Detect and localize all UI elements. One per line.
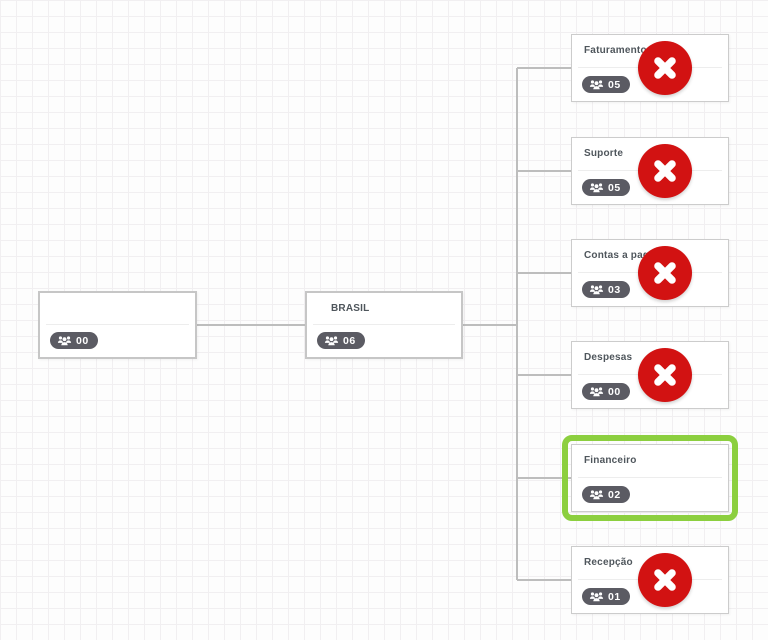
users-icon — [589, 285, 604, 295]
connector-line — [517, 374, 571, 376]
x-icon — [654, 160, 676, 182]
x-icon — [654, 364, 676, 386]
member-count: 00 — [76, 334, 89, 347]
org-node-recepcao[interactable]: Recepção 01 — [571, 546, 729, 614]
connector-line — [463, 324, 517, 326]
connector-line — [517, 579, 571, 581]
org-node-financeiro[interactable]: Financeiro 02 — [571, 444, 729, 512]
connector-line — [517, 170, 571, 172]
member-count: 02 — [608, 488, 621, 501]
users-icon — [589, 490, 604, 500]
users-icon — [589, 387, 604, 397]
users-icon — [589, 80, 604, 90]
org-node-faturamento[interactable]: Faturamento 05 — [571, 34, 729, 102]
org-node-suporte[interactable]: Suporte 05 — [571, 137, 729, 205]
member-count: 03 — [608, 283, 621, 296]
delete-node-button[interactable] — [638, 246, 692, 300]
delete-node-button[interactable] — [638, 144, 692, 198]
org-node-contas-a-pagar[interactable]: Contas a pagar 03 — [571, 239, 729, 307]
users-icon — [57, 336, 72, 346]
x-icon — [654, 57, 676, 79]
x-icon — [654, 569, 676, 591]
delete-node-button[interactable] — [638, 348, 692, 402]
member-count-badge: 03 — [582, 281, 630, 298]
node-divider — [313, 323, 455, 325]
org-node-despesas[interactable]: Despesas 00 — [571, 341, 729, 409]
node-divider — [578, 476, 722, 478]
users-icon — [589, 592, 604, 602]
connector-line — [516, 68, 518, 580]
node-title: Despesas — [584, 352, 633, 363]
org-node-root[interactable]: 00 — [38, 291, 197, 359]
x-icon — [654, 262, 676, 284]
member-count-badge: 01 — [582, 588, 630, 605]
selected-node-ring — [562, 435, 738, 521]
member-count: 06 — [343, 334, 356, 347]
member-count: 01 — [608, 590, 621, 603]
users-icon — [324, 336, 339, 346]
node-title: BRASIL — [331, 303, 370, 314]
connector-line — [517, 272, 571, 274]
connector-line — [197, 324, 305, 326]
delete-node-button[interactable] — [638, 41, 692, 95]
node-title: Contas a pagar — [584, 250, 660, 261]
node-title: Faturamento — [584, 45, 647, 56]
member-count: 05 — [608, 181, 621, 194]
users-icon — [589, 183, 604, 193]
node-title: Financeiro — [584, 455, 637, 466]
member-count-badge: 05 — [582, 179, 630, 196]
node-title: Suporte — [584, 148, 624, 159]
member-count-badge: 05 — [582, 76, 630, 93]
node-divider — [46, 323, 189, 325]
member-count-badge: 00 — [50, 332, 98, 349]
member-count-badge: 00 — [582, 383, 630, 400]
member-count-badge: 02 — [582, 486, 630, 503]
member-count: 00 — [608, 385, 621, 398]
member-count: 05 — [608, 78, 621, 91]
member-count-badge: 06 — [317, 332, 365, 349]
node-title: Recepção — [584, 557, 633, 568]
delete-node-button[interactable] — [638, 553, 692, 607]
connector-line — [517, 477, 571, 479]
connector-line — [517, 67, 571, 69]
org-node-brasil[interactable]: BRASIL 06 — [305, 291, 463, 359]
